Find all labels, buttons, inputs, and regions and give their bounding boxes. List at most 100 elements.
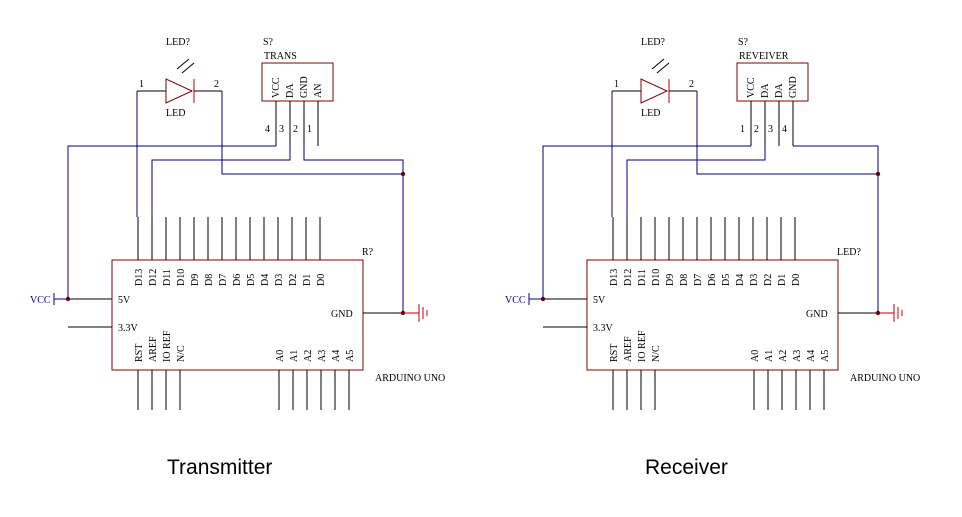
module-pin-label: DA [774,83,785,98]
module-pin-label: AN [313,84,324,98]
wire-led-gnd [221,91,403,175]
analog-pin-label: A0 [275,350,286,362]
wire-data [626,146,766,217]
module-name: TRANS [264,51,297,62]
digital-pin-label: D0 [791,274,802,286]
vcc-label: VCC [505,295,526,306]
led-designator: LED? [166,37,190,48]
module-pin-number: 4 [782,124,787,135]
led-pin-number: 2 [214,79,219,90]
board-name: ARDUINO UNO [375,373,445,384]
power-pin-label: IO REF [162,330,173,362]
vcc-label: VCC [30,295,51,306]
module-pin-label: VCC [746,77,757,98]
digital-pin-label: D7 [693,274,704,286]
digital-pin-label: D5 [721,274,732,286]
module-designator: S? [738,37,749,48]
led-arrow [176,58,190,70]
wire-vcc [542,145,751,299]
pin-5v-label: 5V [593,295,606,306]
module-pin-number: 1 [740,124,745,135]
digital-pin-label: D11 [162,269,173,286]
power-pin-label: N/C [176,345,187,362]
led-diode-symbol [640,78,669,104]
digital-pin-label: D4 [260,274,271,286]
digital-pin-label: D9 [190,274,201,286]
digital-pin-label: D6 [707,274,718,286]
digital-pin-label: D0 [316,274,327,286]
analog-pin-label: A1 [764,350,775,362]
module-pin-label: DA [760,83,771,98]
digital-pin-label: D3 [274,274,285,286]
analog-pin-label: A5 [820,350,831,362]
digital-pin-label: D12 [148,269,159,286]
pin-gnd-label: GND [331,309,353,320]
module-pin-number: 4 [265,124,270,135]
module-pin-label: VCC [271,77,282,98]
arduino-board [586,259,839,371]
power-pin-label: N/C [651,345,662,362]
board-designator: R? [362,247,374,258]
digital-pin-label: D5 [246,274,257,286]
led-label: LED [641,108,660,119]
analog-pin-label: A1 [289,350,300,362]
arduino-board [111,259,364,371]
board-name: ARDUINO UNO [850,373,920,384]
wire-module-gnd [303,146,404,174]
analog-pin-label: A4 [331,350,342,362]
analog-pin-label: A3 [317,350,328,362]
module-pin-number: 3 [768,124,773,135]
digital-pin-label: D4 [735,274,746,286]
power-pin-label: RST [134,344,145,362]
wire-led-gnd [696,91,878,175]
digital-pin-label: D13 [609,269,620,286]
digital-pin-label: D1 [777,274,788,286]
analog-pin-label: A2 [778,350,789,362]
led-pin-number: 1 [139,79,144,90]
wire-vcc [67,145,276,299]
board-designator: LED? [837,247,861,258]
digital-pin-label: D7 [218,274,229,286]
digital-pin-label: D8 [204,274,215,286]
wire-module-gnd [793,145,879,174]
digital-pin-label: D10 [651,269,662,286]
led-pin-number: 2 [689,79,694,90]
led-pin-number: 1 [614,79,619,90]
digital-pin-label: D9 [665,274,676,286]
analog-pin-label: A2 [303,350,314,362]
power-pin-label: RST [609,344,620,362]
pin-gnd-label: GND [806,309,828,320]
power-pin-label: AREF [148,336,159,362]
module-name: REVEIVER [739,51,789,62]
analog-pin-label: A3 [792,350,803,362]
digital-pin-label: D10 [176,269,187,286]
digital-pin-label: D1 [302,274,313,286]
pin-5v-label: 5V [118,295,131,306]
module-pin-label: GND [788,76,799,98]
module-pin-label: GND [299,76,310,98]
led-designator: LED? [641,37,665,48]
digital-pin-label: D2 [288,274,299,286]
digital-pin-label: D6 [232,274,243,286]
led-label: LED [166,108,185,119]
led-arrow [181,62,195,74]
digital-pin-label: D3 [749,274,760,286]
receiver-module [736,62,809,102]
led-arrow [656,62,670,74]
module-pin-number: 2 [754,124,759,135]
power-pin-label: IO REF [637,330,648,362]
digital-pin-label: D8 [679,274,690,286]
analog-pin-label: A5 [345,350,356,362]
led-diode-symbol [165,78,194,104]
transmitter-caption: Transmitter [167,456,272,479]
analog-pin-label: A4 [806,350,817,362]
pin-33v-label: 3.3V [593,323,614,334]
pin-33v-label: 3.3V [118,323,139,334]
module-designator: S? [263,37,274,48]
analog-pin-label: A0 [750,350,761,362]
digital-pin-label: D2 [763,274,774,286]
module-pin-number: 3 [279,124,284,135]
